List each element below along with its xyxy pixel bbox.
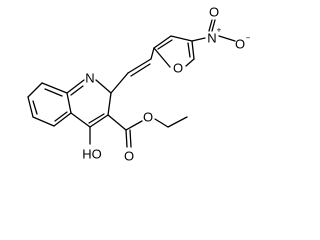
structure-diagram: N O N + O − O O O HO: [27, 5, 251, 164]
furan-oxygen-label: O: [173, 61, 183, 76]
nitro-oxygen-right-label: O: [235, 37, 245, 52]
nitro-nitrogen-label: N: [207, 31, 216, 46]
quinoline-nitrogen-label: N: [85, 71, 94, 86]
bond-skeleton: [27, 19, 236, 148]
hydroxyl-label: HO: [82, 147, 102, 162]
ether-oxygen-label: O: [143, 110, 153, 125]
nitro-oxygen-up-label: O: [209, 5, 219, 20]
carbonyl-oxygen-label: O: [124, 149, 134, 164]
atom-labels: N O N + O − O O O HO: [82, 5, 250, 164]
nitro-nitrogen-charge: +: [217, 26, 222, 35]
nitro-oxygen-charge: −: [246, 34, 251, 43]
